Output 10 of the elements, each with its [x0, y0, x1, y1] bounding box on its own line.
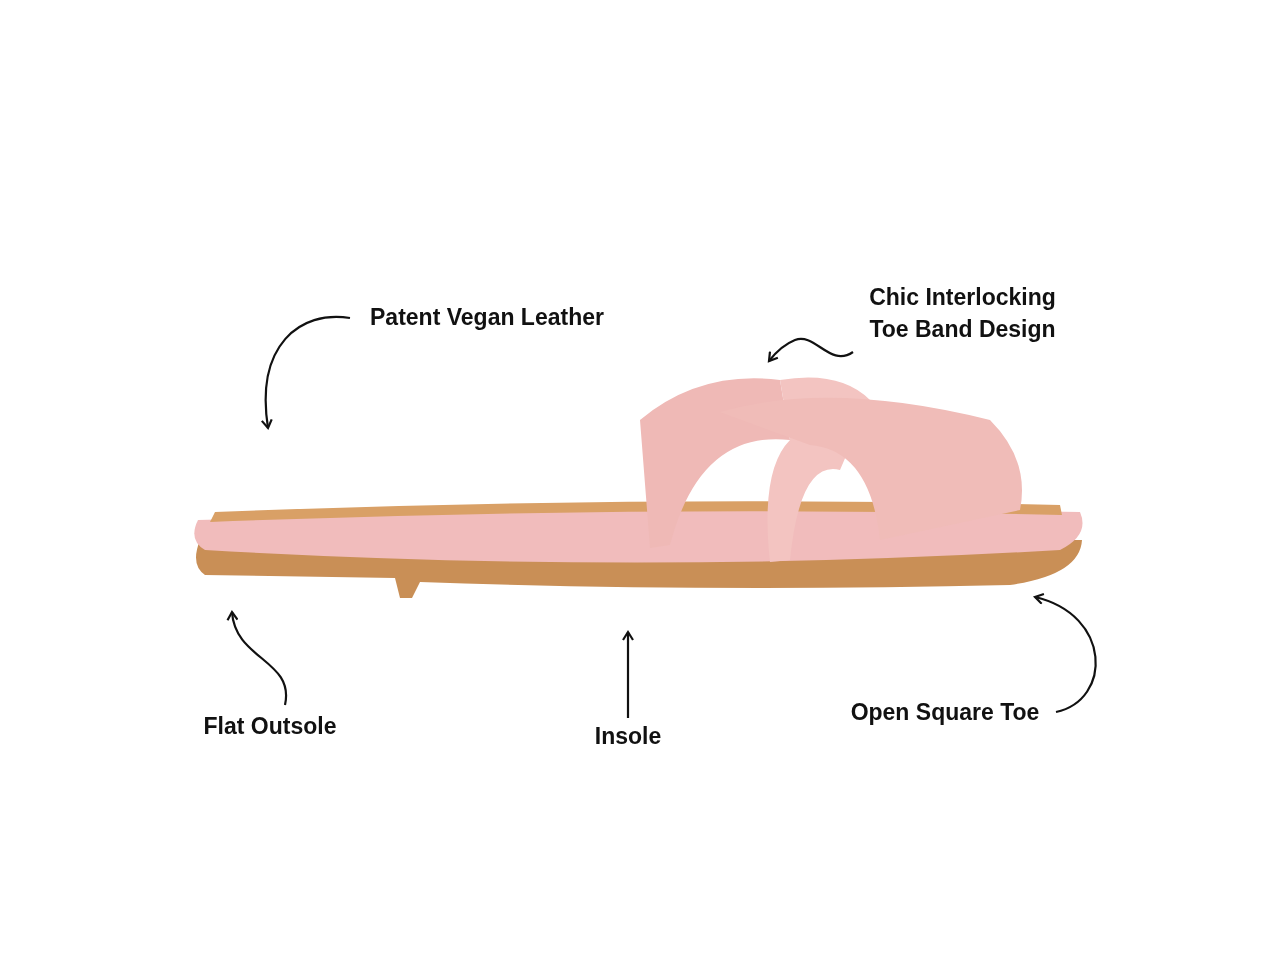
callout-label: Insole	[560, 720, 696, 752]
callout-label: Patent Vegan Leather	[352, 301, 622, 333]
leader-arrow	[227, 610, 288, 706]
callout-label: Chic Interlocking Toe Band Design	[855, 281, 1070, 345]
leader-arrow	[261, 315, 351, 430]
leader-arrow	[767, 337, 854, 363]
leader-arrow	[621, 630, 635, 718]
callout-label: Open Square Toe	[836, 696, 1054, 728]
leader-arrow	[1033, 593, 1097, 714]
callout-label: Flat Outsole	[192, 710, 348, 742]
